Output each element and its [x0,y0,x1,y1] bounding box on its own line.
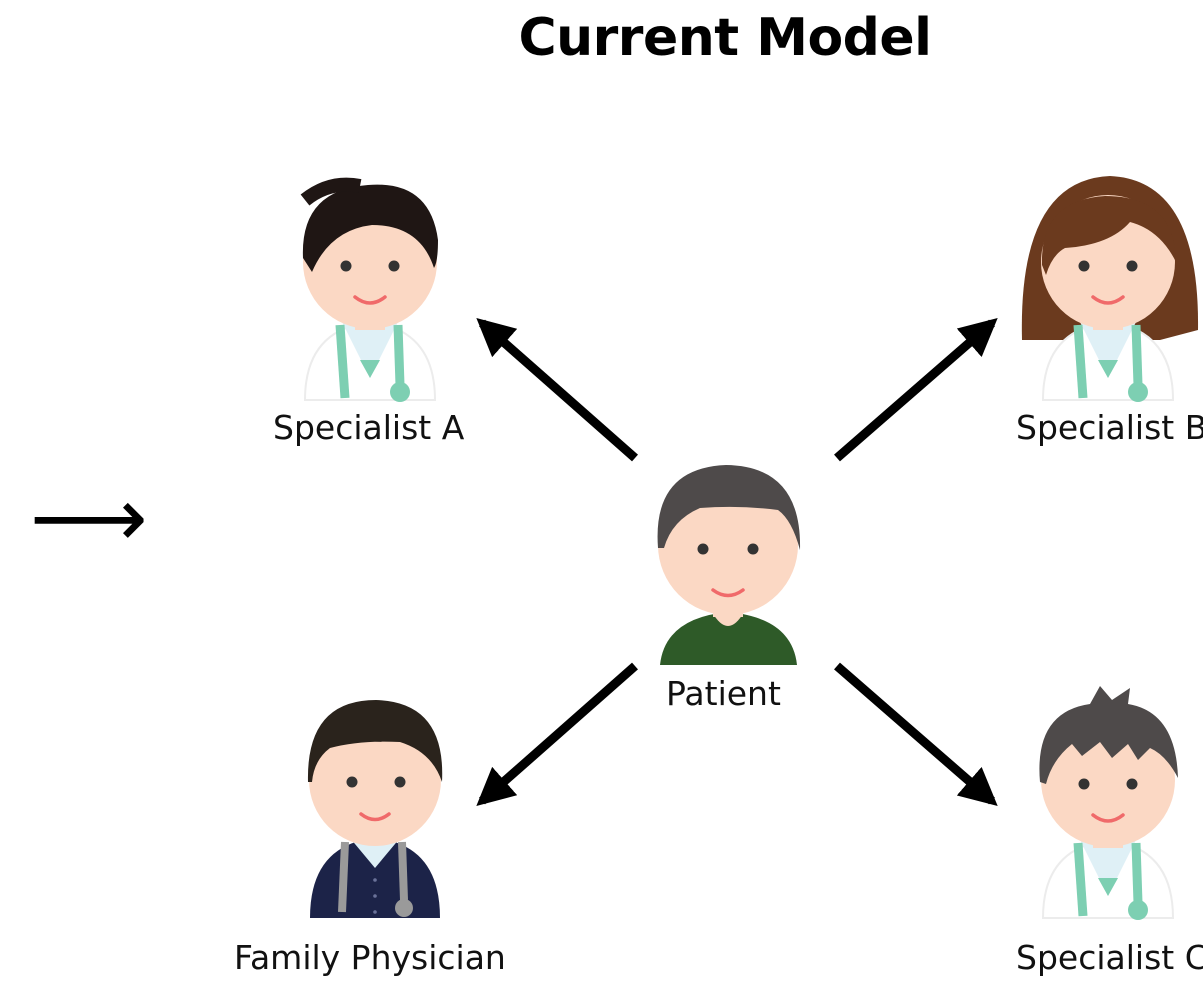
patient-avatar-icon [657,465,801,665]
diagram-title: Current Model [518,8,932,68]
specialist-b-avatar-icon [1021,176,1199,402]
specialist-a-avatar-icon [300,177,438,402]
specialist-c-label: Specialist C [1016,938,1203,977]
specialist-b-label: Specialist B [1016,408,1203,447]
family-physician-avatar-icon [307,700,443,918]
specialist-a-label: Specialist A [273,408,465,447]
arrow-to-specialist-a [476,317,638,462]
family-physician-label: Family Physician [234,938,506,977]
patient-label: Patient [666,674,781,713]
side-arrow-icon: ⟶ [30,471,148,566]
specialist-c-avatar-icon [1039,686,1178,920]
arrow-to-family-physician [476,662,638,807]
arrow-to-specialist-b [834,318,998,462]
arrow-to-specialist-c [834,662,998,806]
